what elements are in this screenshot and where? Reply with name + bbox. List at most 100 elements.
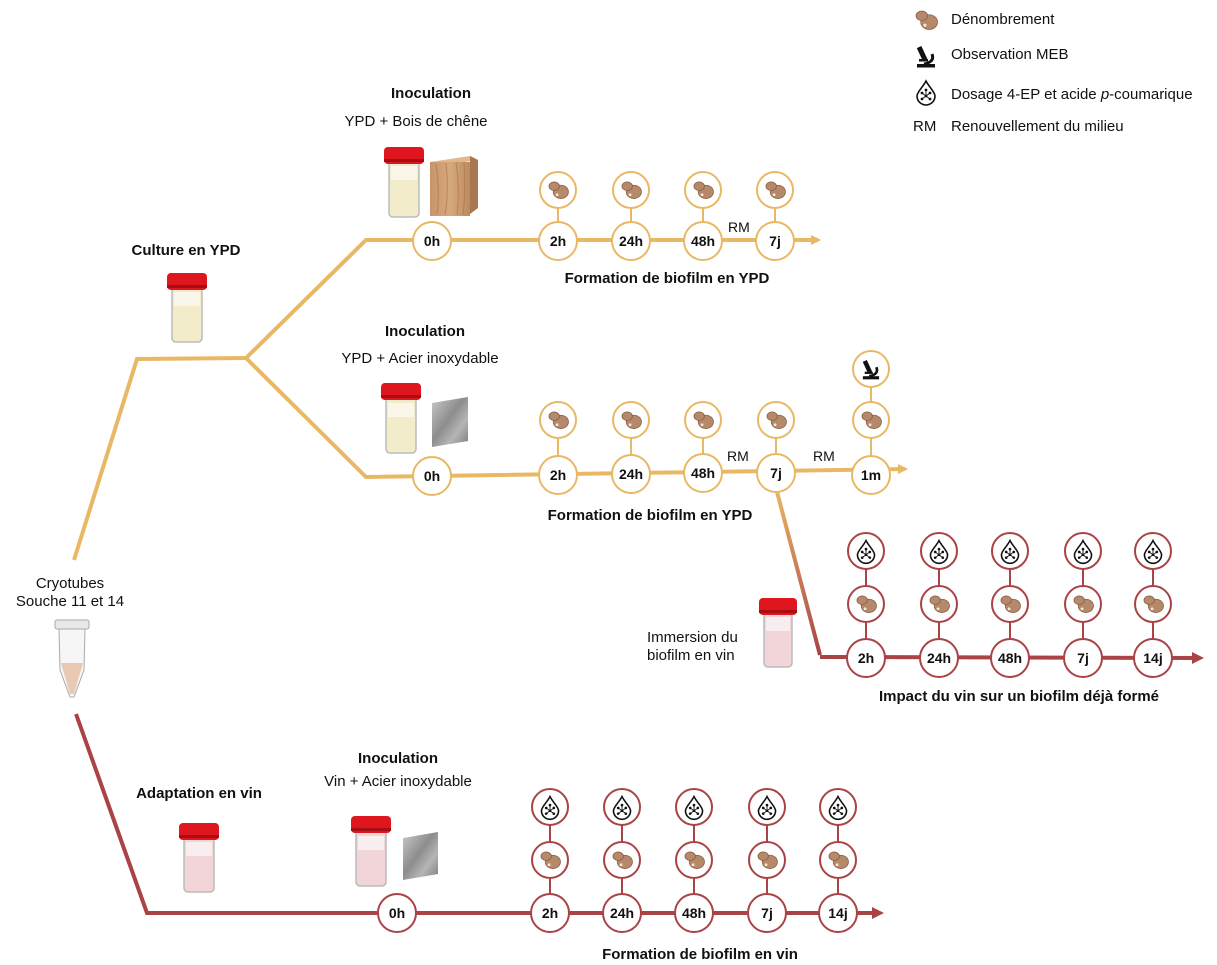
steel-node-48h: 48h: [683, 453, 723, 493]
wine-count-icon-14j: [819, 841, 857, 879]
legend-assay-suffix: -coumarique: [1109, 86, 1193, 103]
adaptation-title: Adaptation en vin: [136, 785, 262, 802]
wine-count-icon-48h: [675, 841, 713, 879]
legend-drop-icon: [916, 79, 936, 106]
wood-node-7j-label: 7j: [769, 233, 781, 249]
legend-microscope-icon: [916, 46, 935, 68]
immersion-node-48h: 48h: [990, 638, 1030, 678]
wood-caption: Formation de biofilm en YPD: [564, 270, 770, 287]
wine-assay-icon-7j: [748, 788, 786, 826]
steel-node-0h: 0h: [412, 456, 452, 496]
wine-count-icon-2h: [531, 841, 569, 879]
wine-node-2h-label: 2h: [542, 905, 558, 921]
wine-node-7j-label: 7j: [761, 905, 773, 921]
timeline-nodes-layer: 0h 2h 24h 48h 7j 0h 2h 24h 48h 7j 1m 2h 24h 48h 7j 14j 0…: [377, 171, 1173, 933]
source-line1: Cryotubes: [35, 575, 105, 592]
legend-assay-prefix: Dosage 4-EP et acide: [951, 86, 1101, 103]
legend-assay-label: Dosage 4-EP et acide p-coumarique: [951, 86, 1193, 103]
steel-node-2h: 2h: [538, 455, 578, 495]
immersion-node-2h-label: 2h: [858, 650, 874, 666]
wood-node-2h: 2h: [538, 221, 578, 261]
immersion-node-7j-label: 7j: [1077, 650, 1089, 666]
wood-node-0h-label: 0h: [424, 233, 440, 249]
steel-node-7j: 7j: [756, 453, 796, 493]
steel-node-48h-label: 48h: [691, 465, 715, 481]
immersion-caption: Impact du vin sur un biofilm déjà formé: [878, 688, 1160, 705]
immersion-assay-icon-7j: [1064, 532, 1102, 570]
immersion-line2: biofilm en vin: [647, 647, 735, 664]
steel-node-2h-label: 2h: [550, 467, 566, 483]
steel-count-icon-1m: [852, 401, 890, 439]
immersion-count-icon-7j: [1064, 585, 1102, 623]
steel-count-icon-2h: [539, 401, 577, 439]
ypd-branch-wood-line: [244, 235, 821, 360]
immersion-assay-icon-24h: [920, 532, 958, 570]
stainless-steel-plate-icon: [432, 397, 468, 447]
wine-inoculation-subtitle: Vin + Acier inoxydable: [324, 773, 472, 790]
immersion-label: Immersion du biofilm en vin: [647, 629, 738, 665]
cryotube-icon: [54, 619, 90, 698]
ypd-branch-steel-line: [244, 356, 908, 480]
source-line2: Souche 11 et 14: [15, 593, 125, 610]
immersion-node-2h: 2h: [846, 638, 886, 678]
legend-rm-label: Renouvellement du milieu: [951, 118, 1124, 135]
legend-rm-abbr: RM: [913, 118, 937, 135]
immersion-line1: Immersion du: [647, 629, 738, 646]
legend-assay-italic: p: [1100, 86, 1110, 103]
wood-node-24h-label: 24h: [619, 233, 643, 249]
steel-sem-icon-1m: [852, 350, 890, 388]
wine-node-24h: 24h: [602, 893, 642, 933]
wood-count-icon-48h: [684, 171, 722, 209]
immersion-count-icon-14j: [1134, 585, 1172, 623]
immersion-assay-icon-2h: [847, 532, 885, 570]
wine-node-14j-label: 14j: [828, 905, 847, 921]
immersion-count-icon-2h: [847, 585, 885, 623]
adaptation-wine-tube-icon: [179, 823, 219, 893]
wood-node-7j: 7j: [755, 221, 795, 261]
steel-node-0h-label: 0h: [424, 468, 440, 484]
wood-count-icon-2h: [539, 171, 577, 209]
wood-ypd-tube-icon: [384, 147, 424, 218]
immersion-count-icon-24h: [920, 585, 958, 623]
wine-assay-icon-24h: [603, 788, 641, 826]
steel-node-1m-label: 1m: [861, 467, 881, 483]
wine-steel-tube-icon: [351, 816, 391, 887]
wine-node-0h-label: 0h: [389, 905, 405, 921]
wine-node-48h-label: 48h: [682, 905, 706, 921]
culture-ypd-tube-icon: [167, 273, 207, 343]
wine-count-icon-7j: [748, 841, 786, 879]
steel-inoculation-subtitle: YPD + Acier inoxydable: [341, 350, 499, 367]
wine-node-48h: 48h: [674, 893, 714, 933]
wine-node-14j: 14j: [818, 893, 858, 933]
ypd-trunk-line: [72, 356, 247, 561]
immersion-node-24h-label: 24h: [927, 650, 951, 666]
immersion-node-14j-label: 14j: [1143, 650, 1162, 666]
legend-sem-label: Observation MEB: [951, 46, 1069, 63]
legend-yeast-icon: [915, 10, 938, 30]
steel-count-icon-48h: [684, 401, 722, 439]
wine-assay-icon-48h: [675, 788, 713, 826]
immersion-count-icon-48h: [991, 585, 1029, 623]
steel-node-24h-label: 24h: [619, 466, 643, 482]
wine-caption: Formation de biofilm en vin: [602, 946, 798, 963]
wood-node-24h: 24h: [611, 221, 651, 261]
wine-node-24h-label: 24h: [610, 905, 634, 921]
wood-node-48h: 48h: [683, 221, 723, 261]
wood-inoculation-subtitle: YPD + Bois de chêne: [344, 113, 488, 130]
legend-icons-layer: [915, 10, 938, 106]
wood-inoculation-title: Inoculation: [391, 85, 471, 102]
wine-inoculation-title: Inoculation: [358, 750, 438, 767]
wine-stainless-steel-plate-icon: [403, 832, 438, 880]
immersion-assay-icon-14j: [1134, 532, 1172, 570]
immersion-wine-tube-icon: [759, 598, 797, 668]
wine-assay-icon-2h: [531, 788, 569, 826]
wood-count-icon-24h: [612, 171, 650, 209]
oak-wood-chip-icon: [430, 156, 478, 216]
wood-node-48h-label: 48h: [691, 233, 715, 249]
steel-node-24h: 24h: [611, 454, 651, 494]
wood-count-icon-7j: [756, 171, 794, 209]
wood-node-0h: 0h: [412, 221, 452, 261]
wine-count-icon-24h: [603, 841, 641, 879]
legend-count-label: Dénombrement: [951, 11, 1055, 28]
